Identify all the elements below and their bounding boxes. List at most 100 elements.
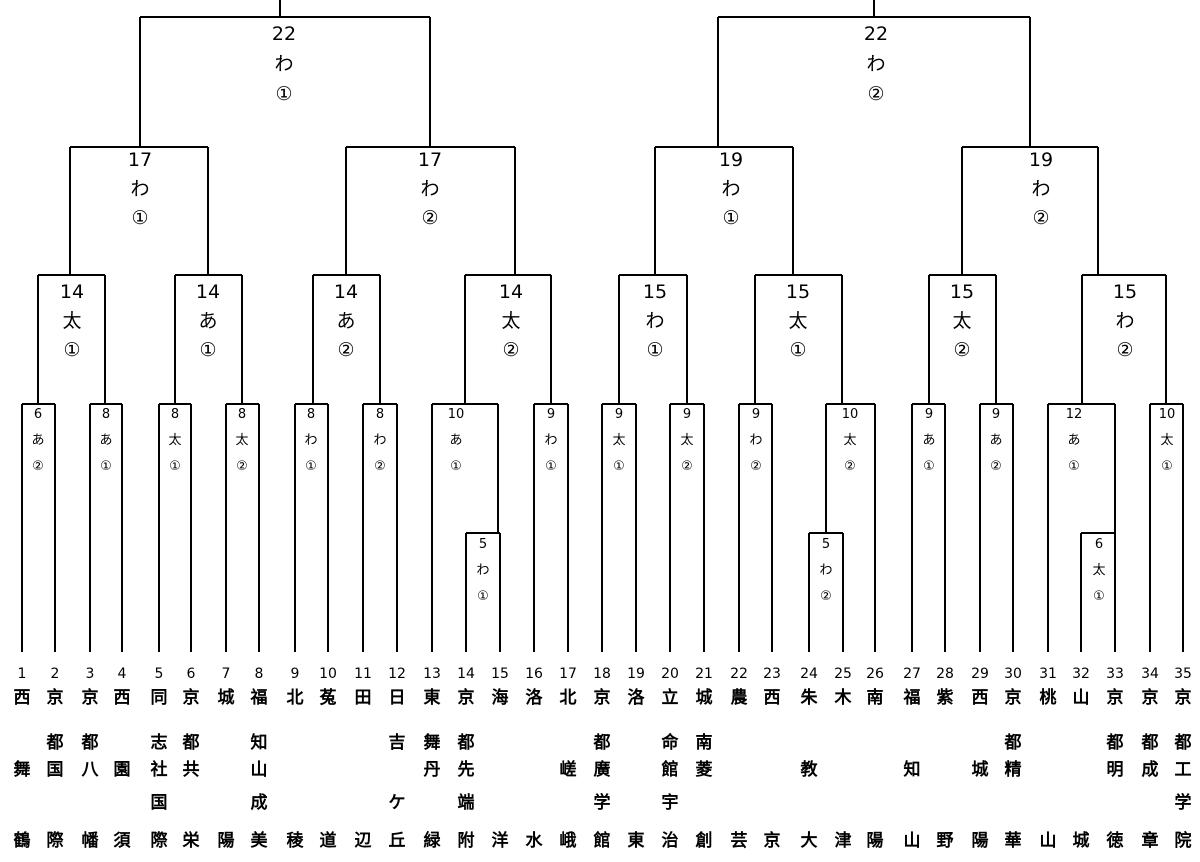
match-label: ② xyxy=(681,459,693,474)
match-label: 9 xyxy=(547,407,555,422)
team-name-char: 園 xyxy=(114,760,131,780)
team-name-char: 辺 xyxy=(355,831,372,851)
team-name-char: 水 xyxy=(526,830,544,851)
team-name-char: 東 xyxy=(628,830,645,851)
team-seed: 21 xyxy=(695,666,713,682)
team-seed: 14 xyxy=(457,666,475,682)
match-label: あ xyxy=(31,433,44,448)
match-label: ① xyxy=(923,459,935,474)
team-name-char: 廣 xyxy=(594,759,611,780)
match-label: わ xyxy=(1031,178,1050,200)
match-label: ① xyxy=(789,339,806,361)
match-label: 8 xyxy=(171,407,179,422)
match-label: 6 xyxy=(34,407,42,422)
match-label: 15 xyxy=(1113,281,1137,303)
match-label: 8 xyxy=(102,407,110,422)
match-label: 14 xyxy=(60,281,84,303)
team-name-char: 附 xyxy=(458,830,475,851)
team-seed: 22 xyxy=(730,666,748,682)
match-label: ① xyxy=(477,589,489,604)
team-name-char: 都 xyxy=(1106,732,1124,753)
team-name-char: 西 xyxy=(972,688,989,708)
team-name-char: 芸 xyxy=(731,830,748,851)
match-label: あ xyxy=(336,310,355,332)
team-name-char: 栄 xyxy=(182,830,201,851)
team-name-char: 国 xyxy=(47,760,64,780)
team-name-char: 京 xyxy=(1175,687,1192,708)
match-label: ② xyxy=(867,83,884,105)
team-name-char: 成 xyxy=(251,792,268,813)
match-label: 太 xyxy=(843,433,856,448)
match-label: 9 xyxy=(683,407,691,422)
team-name-char: 野 xyxy=(937,831,954,851)
team-name-char: 城 xyxy=(972,760,989,780)
team-name-char: 山 xyxy=(904,831,921,851)
match-label: 15 xyxy=(950,281,974,303)
match-label: わ xyxy=(645,310,664,332)
team-name-char: 京 xyxy=(82,687,99,708)
match-label: あ xyxy=(99,433,112,448)
team-name-char: 山 xyxy=(1073,688,1090,708)
match-label: 5 xyxy=(822,537,830,552)
team-name-char: 紫 xyxy=(937,687,954,708)
team-name-char: 菟 xyxy=(320,688,337,708)
match-label: あ xyxy=(922,433,935,448)
team-name-char: 命 xyxy=(661,732,680,753)
match-label: 19 xyxy=(719,149,743,171)
team-name-char: 京 xyxy=(1107,687,1124,708)
team-seed: 11 xyxy=(354,666,372,682)
team-name-char: 福 xyxy=(903,687,921,708)
team-name-char: 社 xyxy=(150,759,168,780)
team-name-char: 城 xyxy=(1073,831,1090,851)
team-seed: 6 xyxy=(187,666,196,682)
team-name-char: 都 xyxy=(182,732,200,753)
team-seed: 27 xyxy=(903,666,921,682)
match-label: 太 xyxy=(501,310,520,332)
team-name-char: 宇 xyxy=(662,792,679,813)
team-name-char: 国 xyxy=(151,793,168,813)
match-label: 6 xyxy=(1095,537,1103,552)
match-label: 9 xyxy=(752,407,760,422)
match-label: ① xyxy=(1161,459,1173,474)
match-label: 19 xyxy=(1029,149,1053,171)
match-label: ② xyxy=(236,459,248,474)
match-label: ② xyxy=(374,459,386,474)
team-name-char: 鶴 xyxy=(14,830,31,851)
team-name-char: 同 xyxy=(151,688,168,708)
match-label: わ xyxy=(130,178,149,200)
team-name-char: 志 xyxy=(151,732,168,753)
team-name-char: 福 xyxy=(250,687,268,708)
team-seed: 3 xyxy=(86,666,95,682)
match-label: 10 xyxy=(448,407,465,422)
match-label: 8 xyxy=(307,407,315,422)
team-name-char: 華 xyxy=(1005,831,1022,851)
team-name-char: 田 xyxy=(355,688,372,708)
match-label: あ xyxy=(198,310,217,332)
match-label: ① xyxy=(275,83,292,105)
team-name-char: 西 xyxy=(114,688,131,708)
team-name-char: 知 xyxy=(250,732,268,753)
match-label: わ xyxy=(304,433,317,448)
match-label: ② xyxy=(32,459,44,474)
team-seed: 4 xyxy=(118,666,127,682)
team-name-char: 精 xyxy=(1005,759,1022,780)
team-name-char: 際 xyxy=(151,830,169,851)
match-label: ② xyxy=(820,589,832,604)
team-name-char: 京 xyxy=(47,687,64,708)
team-seed: 24 xyxy=(800,666,818,682)
match-label: 22 xyxy=(864,23,888,45)
match-label: 太 xyxy=(62,310,81,332)
team-name-char: 京 xyxy=(594,687,611,708)
match-label: ① xyxy=(100,459,112,474)
match-label: 太 xyxy=(168,433,181,448)
match-label: 太 xyxy=(788,310,807,332)
team-name-char: 稜 xyxy=(287,830,305,851)
team-seed: 25 xyxy=(834,666,852,682)
team-seed: 31 xyxy=(1039,666,1057,682)
team-seed: 2 xyxy=(51,666,60,682)
team-seed: 26 xyxy=(866,666,884,682)
team-name-char: 山 xyxy=(1040,831,1057,851)
team-seed: 35 xyxy=(1174,666,1192,682)
match-label: ② xyxy=(750,459,762,474)
team-name-char: 成 xyxy=(1142,759,1159,780)
